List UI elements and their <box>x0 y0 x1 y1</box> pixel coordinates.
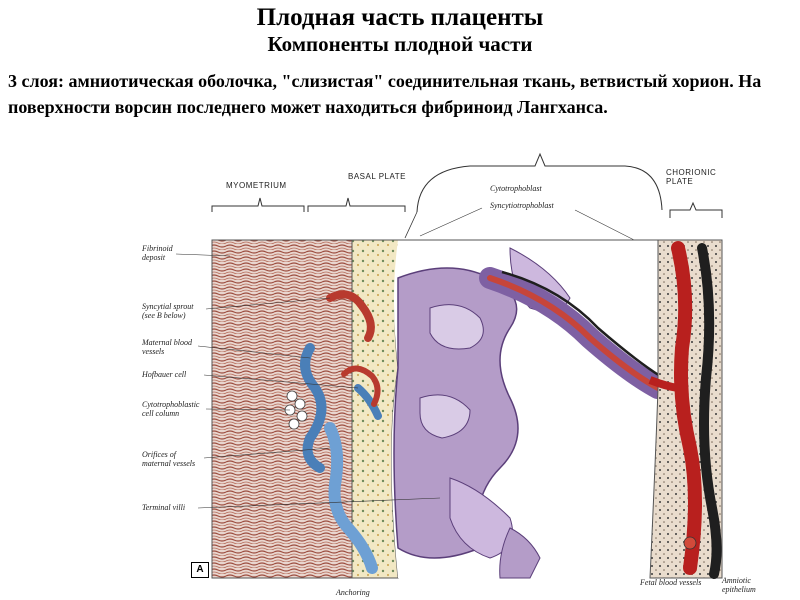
slide-subtitle: Компоненты плодной части <box>267 32 533 56</box>
label-amniotic-epithelium: Amniotic epithelium <box>722 576 756 594</box>
label-cytotrophoblastic-cell-column: Cytotrophoblastic cell column <box>142 400 200 418</box>
label-anchoring: Anchoring <box>336 588 370 597</box>
label-maternal-blood-vessels: Maternal blood vessels <box>142 338 192 356</box>
label-fetal-blood-vessels: Fetal blood vessels <box>640 578 702 587</box>
label-myometrium: MYOMETRIUM <box>226 181 287 190</box>
label-orifices-maternal-vessels: Orifices of maternal vessels <box>142 450 196 468</box>
figure-letter: A <box>191 562 209 578</box>
label-chorionic-plate: CHORIONIC PLATE <box>666 168 717 186</box>
label-fibrinoid-deposit: Fibrinoid deposit <box>142 244 173 262</box>
label-cytotrophoblast: Cytotrophoblast <box>490 184 542 193</box>
placenta-drawing <box>175 152 723 579</box>
label-terminal-villi: Terminal villi <box>142 503 186 512</box>
slide-body-text: 3 слоя: амниотическая оболочка, "слизист… <box>8 71 762 117</box>
label-hofbauer-cell: Hofbauer cell <box>142 370 187 379</box>
label-syncytial-sprout: Syncytial sprout (see B below) <box>142 302 194 320</box>
label-syncytiotrophoblast: Syncytiotrophoblast <box>490 201 554 210</box>
placenta-illustration: MYOMETRIUM BASAL PLATE Cytotrophoblast S… <box>130 148 770 600</box>
label-basal-plate: BASAL PLATE <box>348 172 406 181</box>
slide-title: Плодная часть плаценты <box>256 4 544 31</box>
